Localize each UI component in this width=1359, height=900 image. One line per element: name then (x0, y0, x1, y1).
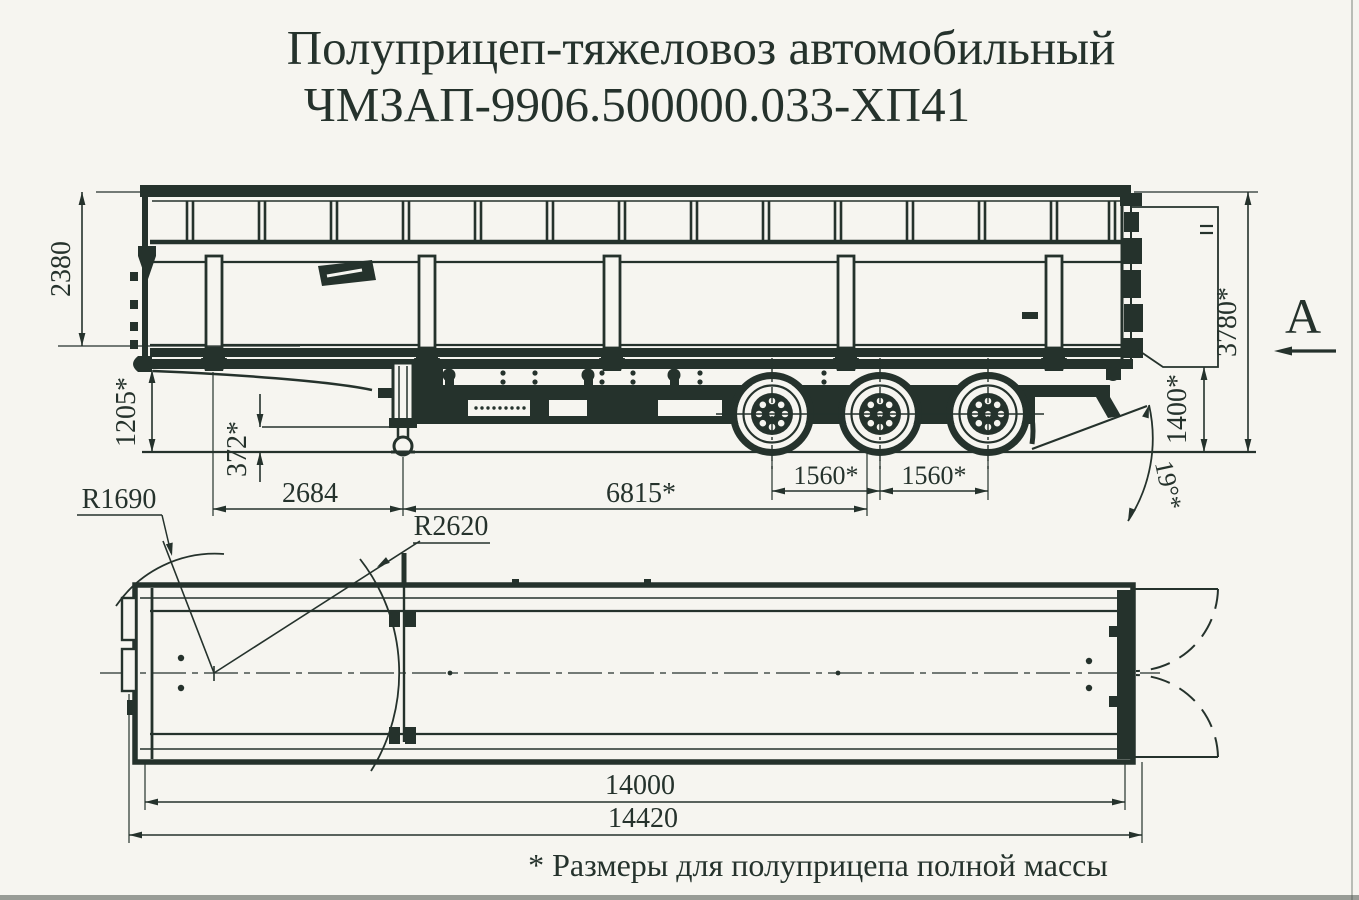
view-a-arrow (1274, 346, 1292, 356)
swing-radii: R1690 R2620 (77, 484, 490, 772)
front-to-kingpin-label: 2684 (282, 478, 338, 509)
front-wall (130, 185, 156, 371)
side-board-lattice (140, 185, 1131, 245)
departure-angle-label: 19°* (1149, 458, 1188, 512)
wheel-3 (932, 358, 1044, 472)
top-view: R1690 R2620 14000 (77, 484, 1219, 843)
title-line-2: ЧМЗАП-9906.500000.033-ХП41 (304, 77, 970, 132)
wheel-2 (824, 358, 936, 472)
side-view: 19°* 2380 1205* 372* (46, 185, 1336, 522)
front-latch (138, 246, 156, 282)
scan-edge-bottom (0, 895, 1359, 900)
footnote: * Размеры для полуприцепа полной массы (528, 847, 1108, 883)
rivet-row (474, 406, 526, 410)
rear-swing-radius-label: R2620 (414, 511, 489, 542)
underframe (152, 362, 1121, 445)
front-swing-arc (115, 552, 225, 607)
front-wall-top (120, 588, 154, 759)
wheels (716, 358, 1044, 472)
dimension-rear-swing-radius: R2620 (377, 511, 490, 567)
equals-mark (1200, 224, 1213, 235)
gooseneck-clearance-label: 372* (222, 421, 253, 477)
mudflap (1021, 389, 1036, 445)
overall-length-label: 14420 (608, 803, 678, 834)
view-a-indicator: А (1274, 288, 1336, 356)
front-swing-radius-label: R1690 (82, 484, 157, 515)
gooseneck-slope (152, 369, 373, 392)
landing-gear (389, 361, 417, 457)
rear-swing-arc (359, 558, 401, 772)
door-swing-arc-top (1135, 588, 1219, 672)
title-block: Полуприцеп-тяжеловоз автомобильный ЧМЗАП… (287, 20, 1116, 132)
dimension-axle-spacing-1: 1560* (771, 460, 881, 500)
dimension-overall-height: 3780* (1134, 191, 1258, 452)
title-line-1: Полуприцеп-тяжеловоз автомобильный (287, 20, 1116, 75)
door-swing-arc-bottom (1135, 674, 1219, 758)
dimension-front-to-kingpin: 2684 (212, 372, 404, 516)
view-a-label: А (1285, 288, 1321, 344)
body-side-height-label: 2380 (46, 241, 77, 297)
side-panel (133, 260, 1133, 372)
platform-outline (100, 579, 1160, 765)
dimension-kingpin-to-bogie: 6815* (403, 452, 868, 516)
dimension-front-swing-radius: R1690 (77, 484, 173, 556)
dimension-rear-frame-height: 1400* (1162, 367, 1208, 452)
rear-support-leg (1096, 397, 1121, 418)
dimension-gooseneck-clearance: 372* (222, 394, 406, 482)
dimension-platform-height: 1205* (111, 370, 156, 452)
rear-frame-height-label: 1400* (1162, 374, 1193, 444)
dimension-body-side-height: 2380 (46, 191, 300, 347)
platform-height-label: 1205* (111, 377, 142, 447)
rear-doors (1109, 588, 1219, 759)
overall-height-label: 3780* (1212, 287, 1243, 357)
axle-spacing-2-label: 1560* (902, 461, 967, 490)
platform-length-label: 14000 (605, 770, 675, 801)
kingpin-section (389, 553, 416, 744)
manufacturer-logo-plate (318, 260, 376, 286)
dimension-axle-spacing-2: 1560* (880, 460, 989, 500)
dimension-overall-length: 14420 (128, 694, 1143, 843)
rear-extension-outline (1130, 206, 1219, 368)
axle-spacing-1-label: 1560* (794, 461, 859, 490)
dimension-platform-length: 14000 (144, 763, 1126, 810)
rear-gate-hardware (1120, 193, 1219, 368)
panel-mark (1022, 312, 1038, 319)
wheel-1 (716, 358, 828, 472)
kingpin-to-bogie-label: 6815* (606, 478, 676, 509)
